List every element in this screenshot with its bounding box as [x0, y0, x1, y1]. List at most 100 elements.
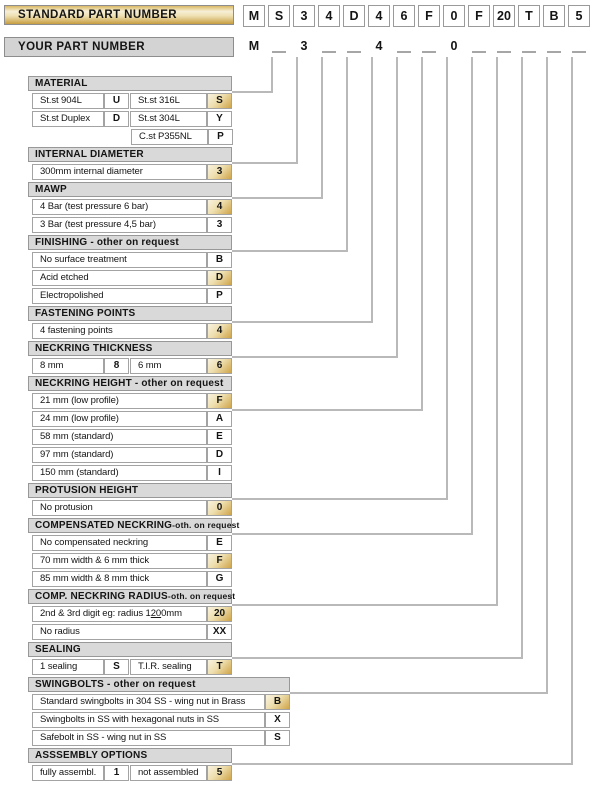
option-code: XX: [207, 624, 232, 640]
option-code-selected: 4: [207, 199, 232, 215]
connector-line-v: [396, 57, 398, 358]
your-part-number-bar: YOUR PART NUMBER: [4, 37, 234, 57]
connector-line-v: [346, 57, 348, 252]
blank-underscore-mark: [397, 51, 411, 53]
option-code: S: [265, 730, 290, 746]
connector-line-h: [232, 533, 473, 535]
spacer-cell: [32, 129, 130, 145]
section-header: ASSSEMBLY OPTIONS: [28, 748, 232, 763]
standard-code-box: 0: [443, 5, 465, 27]
option-row: 97 mm (standard)D: [32, 447, 292, 463]
connector-line-v: [571, 57, 573, 765]
option-code-selected: F: [207, 393, 232, 409]
standard-code-box: B: [543, 5, 565, 27]
option-label: Standard swingbolts in 304 SS - wing nut…: [32, 694, 265, 710]
standard-code-box: 5: [568, 5, 590, 27]
blank-underscore-mark: [322, 51, 336, 53]
section-header: MAWP: [28, 182, 232, 197]
option-label: T.I.R. sealing: [130, 659, 207, 675]
option-code: B: [207, 252, 232, 268]
blank-underscore-mark: [522, 51, 536, 53]
option-code-selected: 6: [207, 358, 232, 374]
standard-code-box: F: [418, 5, 440, 27]
your-code-value: 3: [300, 39, 308, 53]
section-finishing: FINISHING - other on request No surface t…: [28, 235, 292, 304]
standard-code-box: 20: [493, 5, 515, 27]
option-label: Safebolt in SS - wing nut in SS: [32, 730, 265, 746]
your-code-blank: [318, 36, 340, 56]
option-code: 8: [104, 358, 129, 374]
option-label: 1 sealing: [32, 659, 104, 675]
option-code-selected: 20: [207, 606, 232, 622]
section-title: COMP. NECKRING RADIUS: [35, 591, 168, 602]
section-header: INTERNAL DIAMETER: [28, 147, 232, 162]
option-label: 4 fastening points: [32, 323, 207, 339]
option-label: Electropolished: [32, 288, 207, 304]
section-title: FASTENING POINTS: [35, 308, 136, 319]
section-header: NECKRING THICKNESS: [28, 341, 232, 356]
section-title-suffix: -oth. on request: [172, 520, 240, 530]
option-code-selected: T: [207, 659, 232, 675]
standard-code-box: M: [243, 5, 265, 27]
option-label: 3 Bar (test pressure 4,5 bar): [32, 217, 207, 233]
option-row: 4 Bar (test pressure 6 bar)4: [32, 199, 292, 215]
option-code: G: [207, 571, 232, 587]
connector-line-h: [232, 250, 348, 252]
option-code: A: [207, 411, 232, 427]
option-row: Standard swingbolts in 304 SS - wing nut…: [32, 694, 292, 710]
connector-line-v: [546, 57, 548, 694]
section-rows: Standard swingbolts in 304 SS - wing nut…: [32, 694, 292, 746]
blank-underscore-mark: [272, 51, 286, 53]
connector-line-v: [271, 57, 273, 93]
your-code-blank: [418, 36, 440, 56]
option-code: 3: [207, 217, 232, 233]
section-header: FINISHING - other on request: [28, 235, 232, 250]
option-code: U: [104, 93, 129, 109]
option-label: Acid etched: [32, 270, 207, 286]
option-code: Y: [207, 111, 232, 127]
connector-line-v: [321, 57, 323, 199]
standard-code-box: S: [268, 5, 290, 27]
your-code-blank: [543, 36, 565, 56]
option-label: No compensated neckring: [32, 535, 207, 551]
blank-underscore-mark: [547, 51, 561, 53]
standard-code-box: 4: [318, 5, 340, 27]
option-label: 150 mm (standard): [32, 465, 207, 481]
connector-line-h: [290, 692, 548, 694]
option-label: 85 mm width & 8 mm thick: [32, 571, 207, 587]
standard-code-box: 4: [368, 5, 390, 27]
your-code-value: 4: [375, 39, 383, 53]
connector-line-h: [232, 91, 273, 93]
blank-underscore-mark: [497, 51, 511, 53]
section-title: PROTUSION HEIGHT: [35, 485, 139, 496]
option-code: X: [265, 712, 290, 728]
blank-underscore-mark: [422, 51, 436, 53]
section-neckring-height: NECKRING HEIGHT - other on request 21 mm …: [28, 376, 292, 481]
option-label: not assembled: [130, 765, 207, 781]
section-header: NECKRING HEIGHT - other on request: [28, 376, 232, 391]
connector-line-h: [232, 321, 373, 323]
